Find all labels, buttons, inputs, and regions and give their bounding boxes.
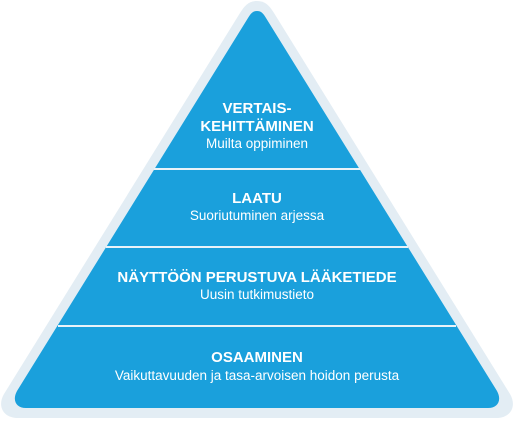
level-osaaminen: OSAAMINEN Vaikuttavuuden ja tasa-arvoise… xyxy=(115,349,400,383)
level-title: OSAAMINEN xyxy=(211,349,303,366)
level-vertaiskehittaminen: VERTAIS- KEHITTÄMINEN Muilta oppiminen xyxy=(200,100,313,151)
level-subtitle: Vaikuttavuuden ja tasa-arvoisen hoidon p… xyxy=(115,368,400,383)
level-nayttoon-perustuva-laaketiede: NÄYTTÖÖN PERUSTUVA LÄÄKETIEDE Uusin tutk… xyxy=(117,269,396,302)
level-subtitle: Uusin tutkimustieto xyxy=(200,287,314,302)
level-title: NÄYTTÖÖN PERUSTUVA LÄÄKETIEDE xyxy=(117,269,396,286)
pyramid-fill xyxy=(14,11,500,408)
level-subtitle: Suoriutuminen arjessa xyxy=(190,208,325,223)
level-subtitle: Muilta oppiminen xyxy=(206,136,308,151)
level-title: KEHITTÄMINEN xyxy=(200,118,313,135)
level-title: VERTAIS- xyxy=(223,100,292,117)
level-title: LAATU xyxy=(232,190,282,207)
level-laatu: LAATU Suoriutuminen arjessa xyxy=(190,190,325,223)
